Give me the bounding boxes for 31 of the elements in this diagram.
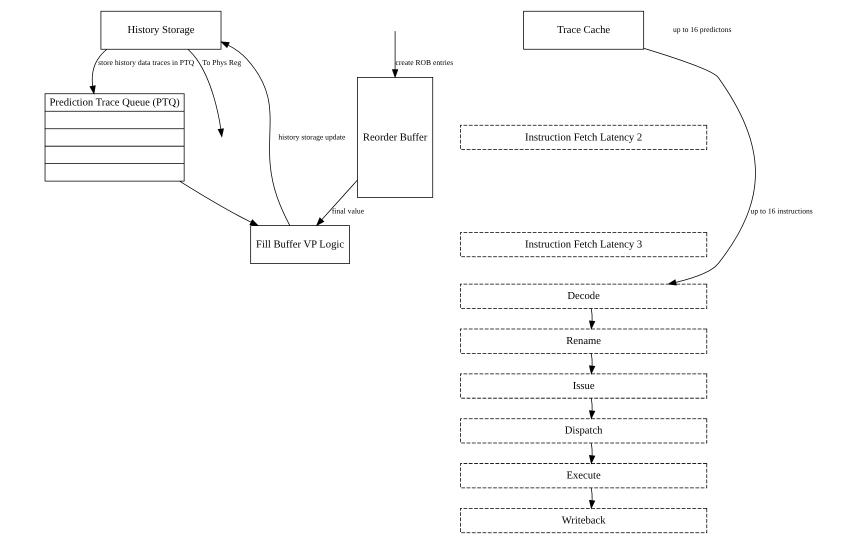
arrow	[588, 398, 596, 420]
edge-label: up to 16 instructions	[750, 206, 813, 216]
edge-label: history storage update	[278, 132, 346, 142]
arrow	[89, 49, 108, 95]
arrow	[180, 180, 260, 226]
arrow	[588, 442, 596, 464]
edge-label: create ROB entries	[395, 58, 454, 68]
edge-label: final value	[332, 206, 364, 216]
arrow	[392, 30, 398, 78]
node-box: History Storage	[100, 10, 222, 50]
arrow	[588, 488, 596, 510]
node-box: Execute	[460, 463, 708, 488]
arrow	[588, 353, 596, 375]
arrow	[220, 41, 290, 226]
node-box: Issue	[460, 373, 708, 399]
arrow	[188, 49, 224, 138]
node-box: Rename	[460, 328, 708, 354]
node-box: Reorder Buffer	[357, 77, 434, 198]
arrow	[588, 308, 596, 330]
node-box: Instruction Fetch Latency 2	[460, 124, 708, 150]
node-box: Fill Buffer VP Logic	[250, 225, 350, 264]
node-box: Decode	[460, 284, 708, 309]
node-box: Dispatch	[460, 418, 708, 444]
node-box: Trace Cache	[523, 10, 644, 50]
arrow	[316, 180, 358, 226]
label: up to 16 predictons	[673, 25, 732, 34]
edge-label: To Phys Reg	[202, 58, 242, 68]
node-box: Writeback	[460, 508, 708, 534]
arrow	[644, 48, 756, 286]
edge-label: store history data traces in PTQ	[98, 58, 194, 68]
node-box: Instruction Fetch Latency 3	[460, 232, 708, 258]
